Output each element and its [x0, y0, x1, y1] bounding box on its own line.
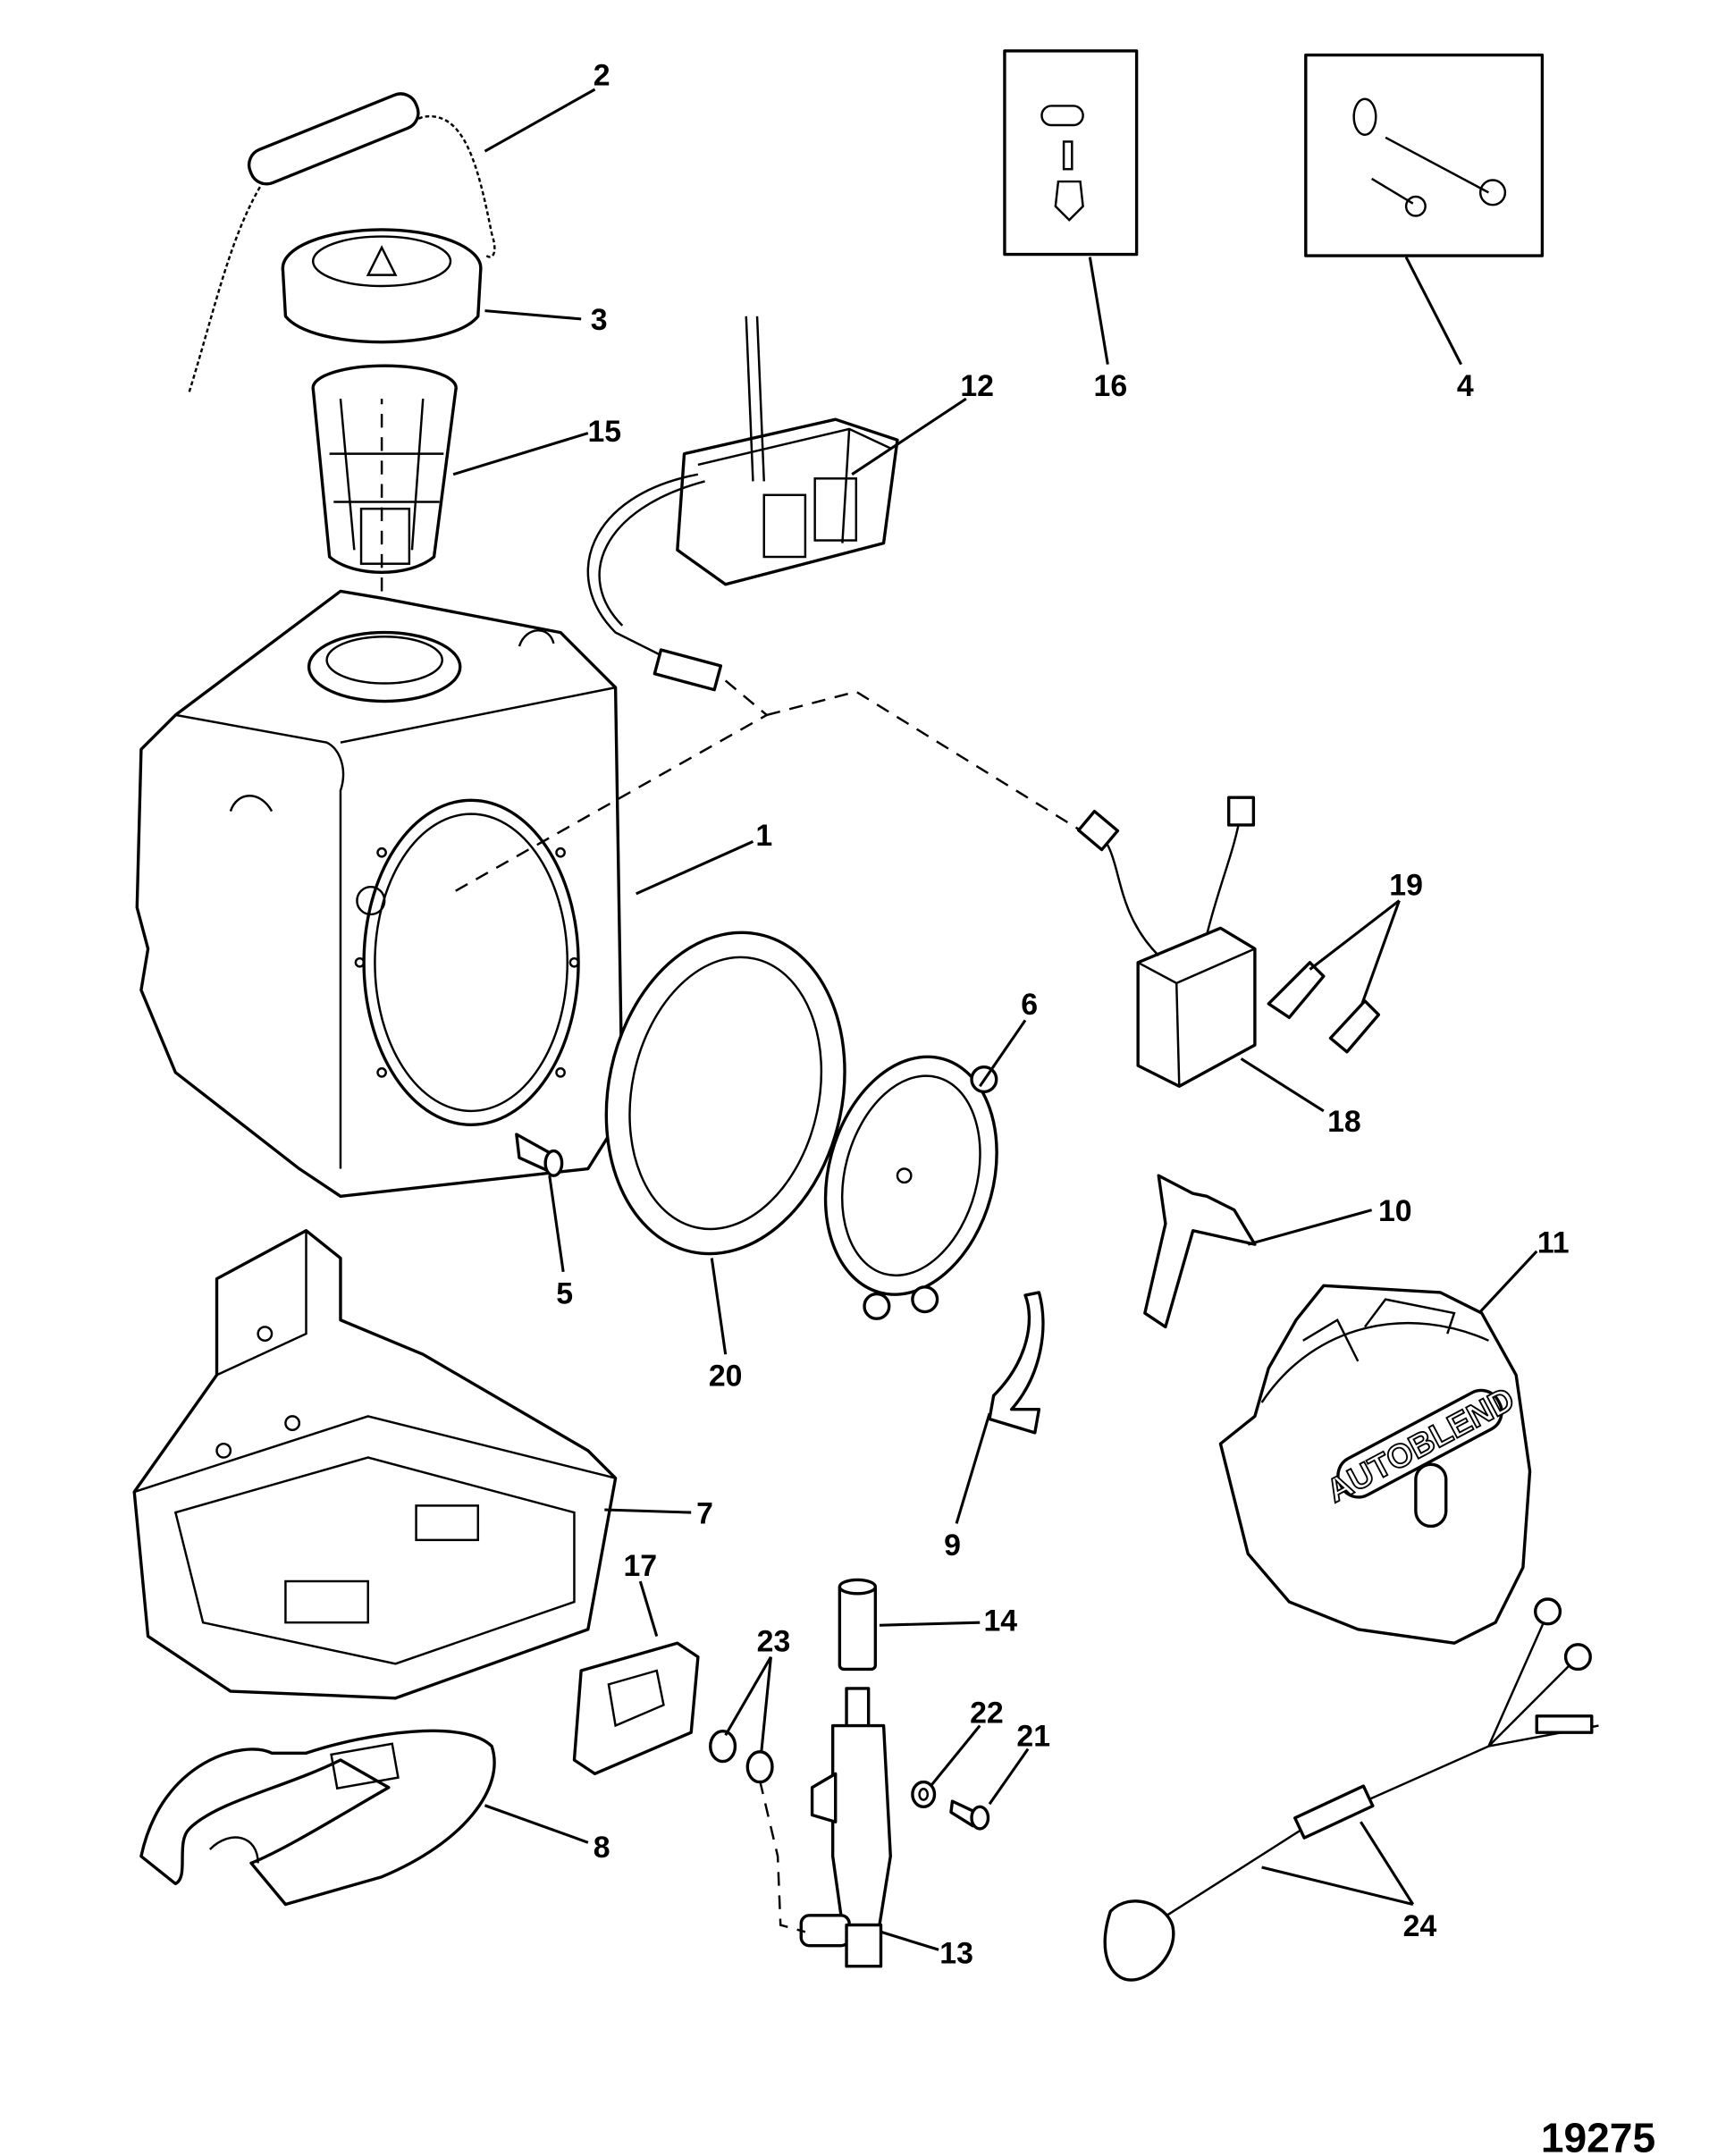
part-8-strap: [139, 1729, 496, 1907]
callout-6: 6: [1021, 988, 1038, 1022]
callout-13: 13: [939, 1937, 973, 1971]
callout-17: 17: [623, 1549, 657, 1583]
callout-2: 2: [594, 58, 610, 92]
leader-lines: [452, 88, 1538, 1951]
callout-3: 3: [591, 303, 608, 337]
callout-10: 10: [1378, 1194, 1412, 1228]
part-4-hardware-kit-box: [1304, 53, 1545, 257]
part-17-plate: [572, 1641, 700, 1776]
part-22-washer: [911, 1780, 937, 1808]
callout-20: 20: [709, 1360, 743, 1394]
figure-number: 19275: [1541, 2114, 1655, 2156]
callout-12: 12: [960, 369, 994, 403]
callout-16: 16: [1094, 369, 1128, 403]
part-5-screw: [515, 1133, 564, 1177]
part-20-gasket: [604, 931, 846, 1256]
part-16-kit-box: [1003, 49, 1139, 257]
part-21-screw: [949, 1799, 990, 1831]
callout-labels: 2 3 15 12 16 4 1 19 6 18 10 11 5 20 9 7 …: [556, 58, 1569, 1970]
part-12-sensor: [586, 316, 899, 692]
callout-24: 24: [1403, 1909, 1437, 1943]
part-14-tube: [838, 1578, 878, 1672]
callout-14: 14: [984, 1604, 1018, 1638]
callout-18: 18: [1327, 1105, 1361, 1139]
callout-4: 4: [1457, 369, 1474, 403]
part-1-oil-tank: [135, 589, 624, 1198]
part-23-o-rings: [709, 1729, 774, 1784]
part-15-strainer: [311, 364, 458, 574]
part-2-sender-cable: [188, 92, 496, 392]
callout-7: 7: [696, 1496, 713, 1530]
part-13-pump: [758, 1687, 892, 1968]
part-19-clips: [1267, 961, 1381, 1054]
part-10-bracket: [1143, 1174, 1257, 1329]
part-24-wire-harness: [1103, 1597, 1599, 1982]
callout-5: 5: [556, 1276, 573, 1310]
callout-9: 9: [944, 1529, 961, 1562]
callout-1: 1: [755, 819, 772, 853]
part-11-cover: AUTOBLEND: [1218, 1284, 1532, 1645]
part-6-diaphragm-cover: [823, 1055, 998, 1320]
callout-23: 23: [757, 1624, 791, 1658]
callout-15: 15: [587, 415, 621, 449]
callout-19: 19: [1389, 868, 1423, 902]
part-9-lever: [988, 1291, 1045, 1435]
part-18-control-module: [1076, 796, 1257, 1088]
part-7-tank-tray: [132, 1229, 618, 1700]
part-3-tank-cap: [281, 228, 483, 344]
callout-11: 11: [1537, 1225, 1570, 1259]
callout-21: 21: [1016, 1720, 1050, 1754]
callout-22: 22: [970, 1696, 1004, 1730]
callout-8: 8: [594, 1831, 610, 1865]
